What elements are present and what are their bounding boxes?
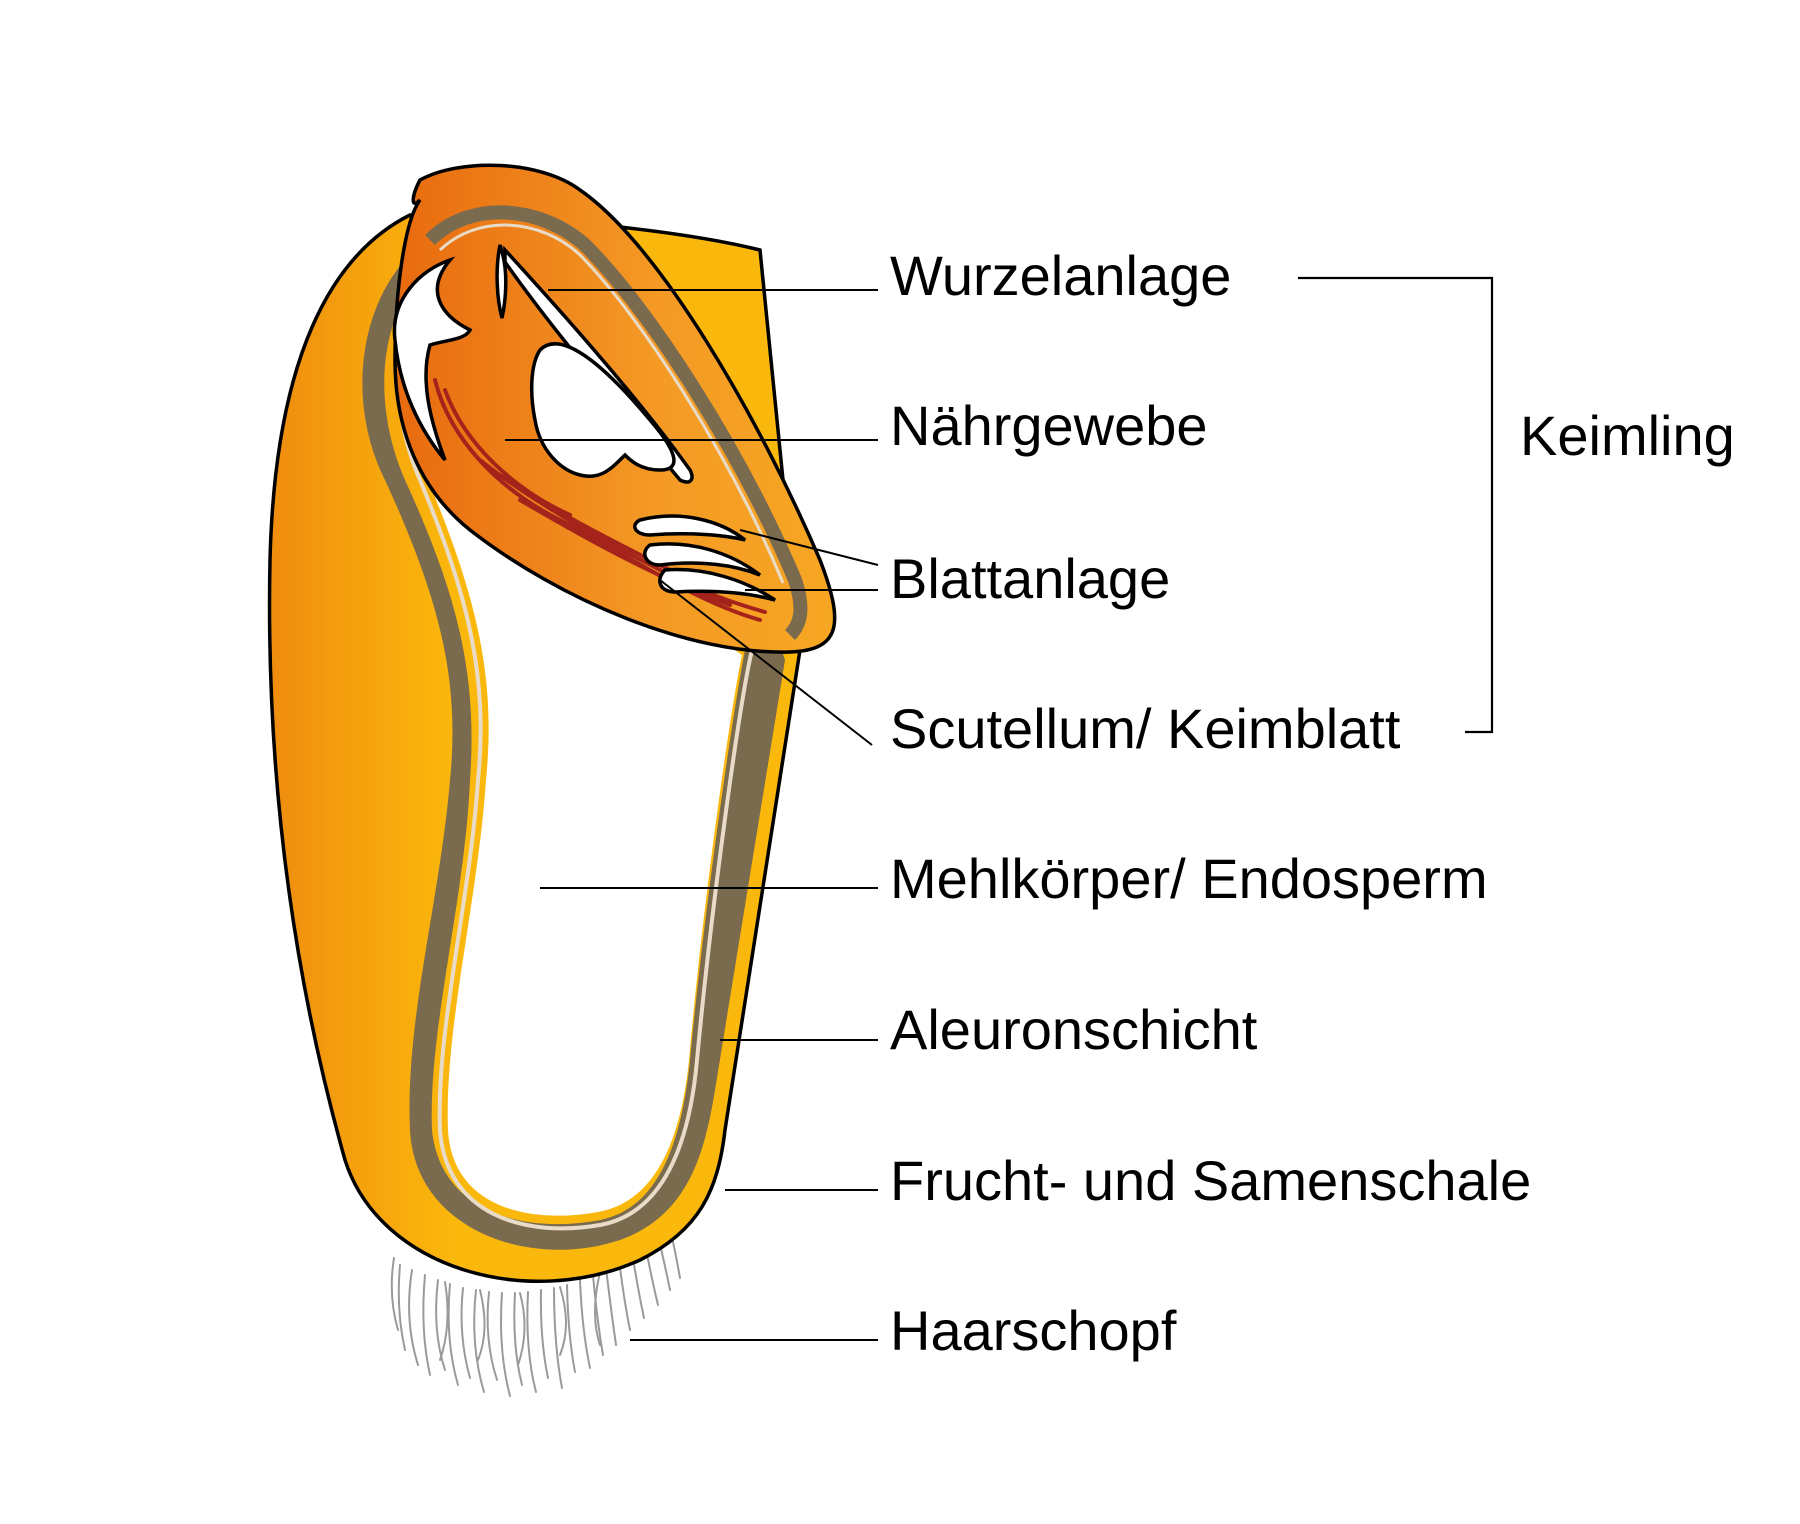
label-aleuronschicht: Aleuronschicht [890,998,1258,1061]
leader-lines [505,289,879,1341]
label-blattanlage: Blattanlage [890,547,1170,610]
coleorhiza-space [392,256,473,462]
label-keimling: Keimling [1520,404,1735,467]
leader-scutellum [659,579,873,746]
label-fruchtschale: Frucht- und Samenschale [890,1149,1531,1212]
label-mehlkoerper: Mehlkörper/ Endosperm [890,847,1488,910]
keimling-bracket [1298,276,1494,734]
label-wurzelanlage: Wurzelanlage [890,244,1231,307]
label-haarschopf: Haarschopf [890,1299,1177,1362]
nutritive-inclusion [529,342,676,478]
label-naehrgewebe: Nährgewebe [890,394,1208,457]
hair-tuft [390,1227,681,1397]
label-scutellum: Scutellum/ Keimblatt [890,697,1401,760]
leaf-primordia [633,514,776,602]
aleurone-highlight [397,260,754,1231]
embryo-brown-highlight [438,223,785,584]
leader-blattanlage-1 [739,529,879,566]
scutellum-marks [433,378,767,622]
root-primordium [495,244,508,319]
